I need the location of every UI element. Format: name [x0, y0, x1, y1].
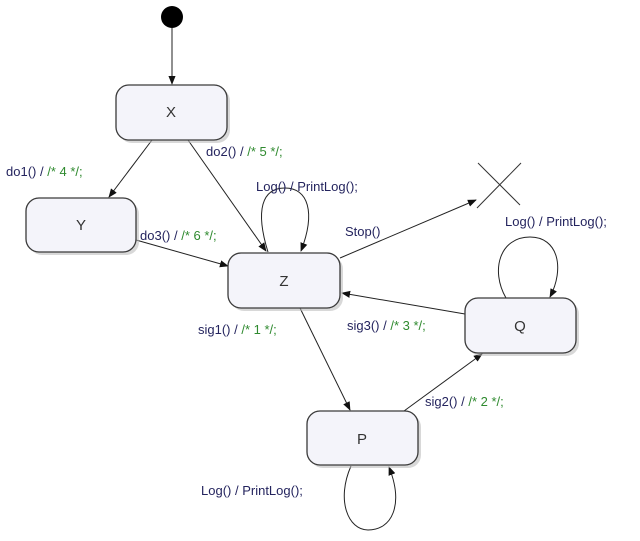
label-log-z-trigger: Log() [256, 179, 286, 194]
label-sig1-sep: / [231, 322, 242, 337]
label-log-q-trigger: Log() [505, 214, 535, 229]
edge-sig1[interactable] [299, 307, 351, 411]
state-Y-box [25, 197, 137, 253]
label-log-z: Log() / PrintLog(); [256, 179, 358, 194]
label-sig3-trigger: sig3() [347, 318, 380, 333]
label-sig3-action: /* 3 */; [390, 318, 425, 333]
state-P-name: P [357, 431, 367, 448]
initial-state-dot[interactable] [161, 6, 183, 28]
state-Z-box [227, 252, 341, 309]
label-sig2-sep: / [458, 394, 469, 409]
label-do3-sep: / [170, 228, 181, 243]
label-sig1-trigger: sig1() [198, 322, 231, 337]
label-sig2: sig2() / /* 2 */; [425, 394, 504, 409]
label-stop: Stop() [345, 224, 380, 239]
label-do1-sep: / [36, 164, 47, 179]
edge-log-p[interactable] [343, 465, 397, 531]
label-do2-trigger: do2() [206, 144, 236, 159]
state-X-name: X [166, 104, 176, 121]
edge-do3[interactable] [135, 239, 229, 268]
state-P[interactable]: P [306, 410, 421, 468]
label-sig2-trigger: sig2() [425, 394, 458, 409]
label-log-q: Log() / PrintLog(); [505, 214, 607, 229]
label-log-z-action: PrintLog(); [297, 179, 358, 194]
state-Z[interactable]: Z [227, 252, 343, 311]
state-X[interactable]: X [115, 84, 230, 143]
terminate-pseudostate[interactable] [476, 162, 522, 209]
terminate-cross-line-b [476, 162, 522, 209]
state-Y[interactable]: Y [25, 197, 139, 255]
label-sig2-action: /* 2 */; [468, 394, 503, 409]
label-do3: do3() / /* 6 */; [140, 228, 217, 243]
edge-log-q[interactable] [497, 236, 559, 299]
label-sig1: sig1() / /* 1 */; [198, 322, 277, 337]
label-do3-action: /* 6 */; [181, 228, 216, 243]
label-log-p-action: PrintLog(); [242, 483, 303, 498]
label-do2: do2() / /* 5 */; [206, 144, 283, 159]
label-log-p-sep: / [231, 483, 242, 498]
edge-do1[interactable] [108, 139, 153, 198]
edge-log-z[interactable] [261, 187, 310, 253]
state-P-box [306, 410, 419, 466]
label-log-z-sep: / [286, 179, 297, 194]
state-Q-name: Q [514, 318, 526, 335]
label-log-p: Log() / PrintLog(); [201, 483, 303, 498]
edge-sig3[interactable] [341, 290, 466, 315]
label-do1-action: /* 4 */; [47, 164, 82, 179]
label-sig1-action: /* 1 */; [241, 322, 276, 337]
label-do1: do1() / /* 4 */; [6, 164, 83, 179]
label-do1-trigger: do1() [6, 164, 36, 179]
label-sig3: sig3() / /* 3 */; [347, 318, 426, 333]
state-Q[interactable]: Q [464, 297, 579, 356]
label-stop-trigger: Stop() [345, 224, 380, 239]
edge-sig2[interactable] [403, 353, 483, 412]
state-Q-box [464, 297, 577, 354]
label-log-p-trigger: Log() [201, 483, 231, 498]
state-Z-name: Z [279, 273, 288, 290]
terminate-cross-line-a [477, 162, 521, 206]
label-sig3-sep: / [380, 318, 391, 333]
label-do2-sep: / [236, 144, 247, 159]
state-X-box [115, 84, 228, 141]
edge-stop[interactable] [339, 199, 477, 259]
label-do2-action: /* 5 */; [247, 144, 282, 159]
edge-do2[interactable] [187, 139, 267, 252]
label-log-q-sep: / [535, 214, 546, 229]
label-do3-trigger: do3() [140, 228, 170, 243]
label-log-q-action: PrintLog(); [546, 214, 607, 229]
state-Y-name: Y [76, 217, 86, 234]
